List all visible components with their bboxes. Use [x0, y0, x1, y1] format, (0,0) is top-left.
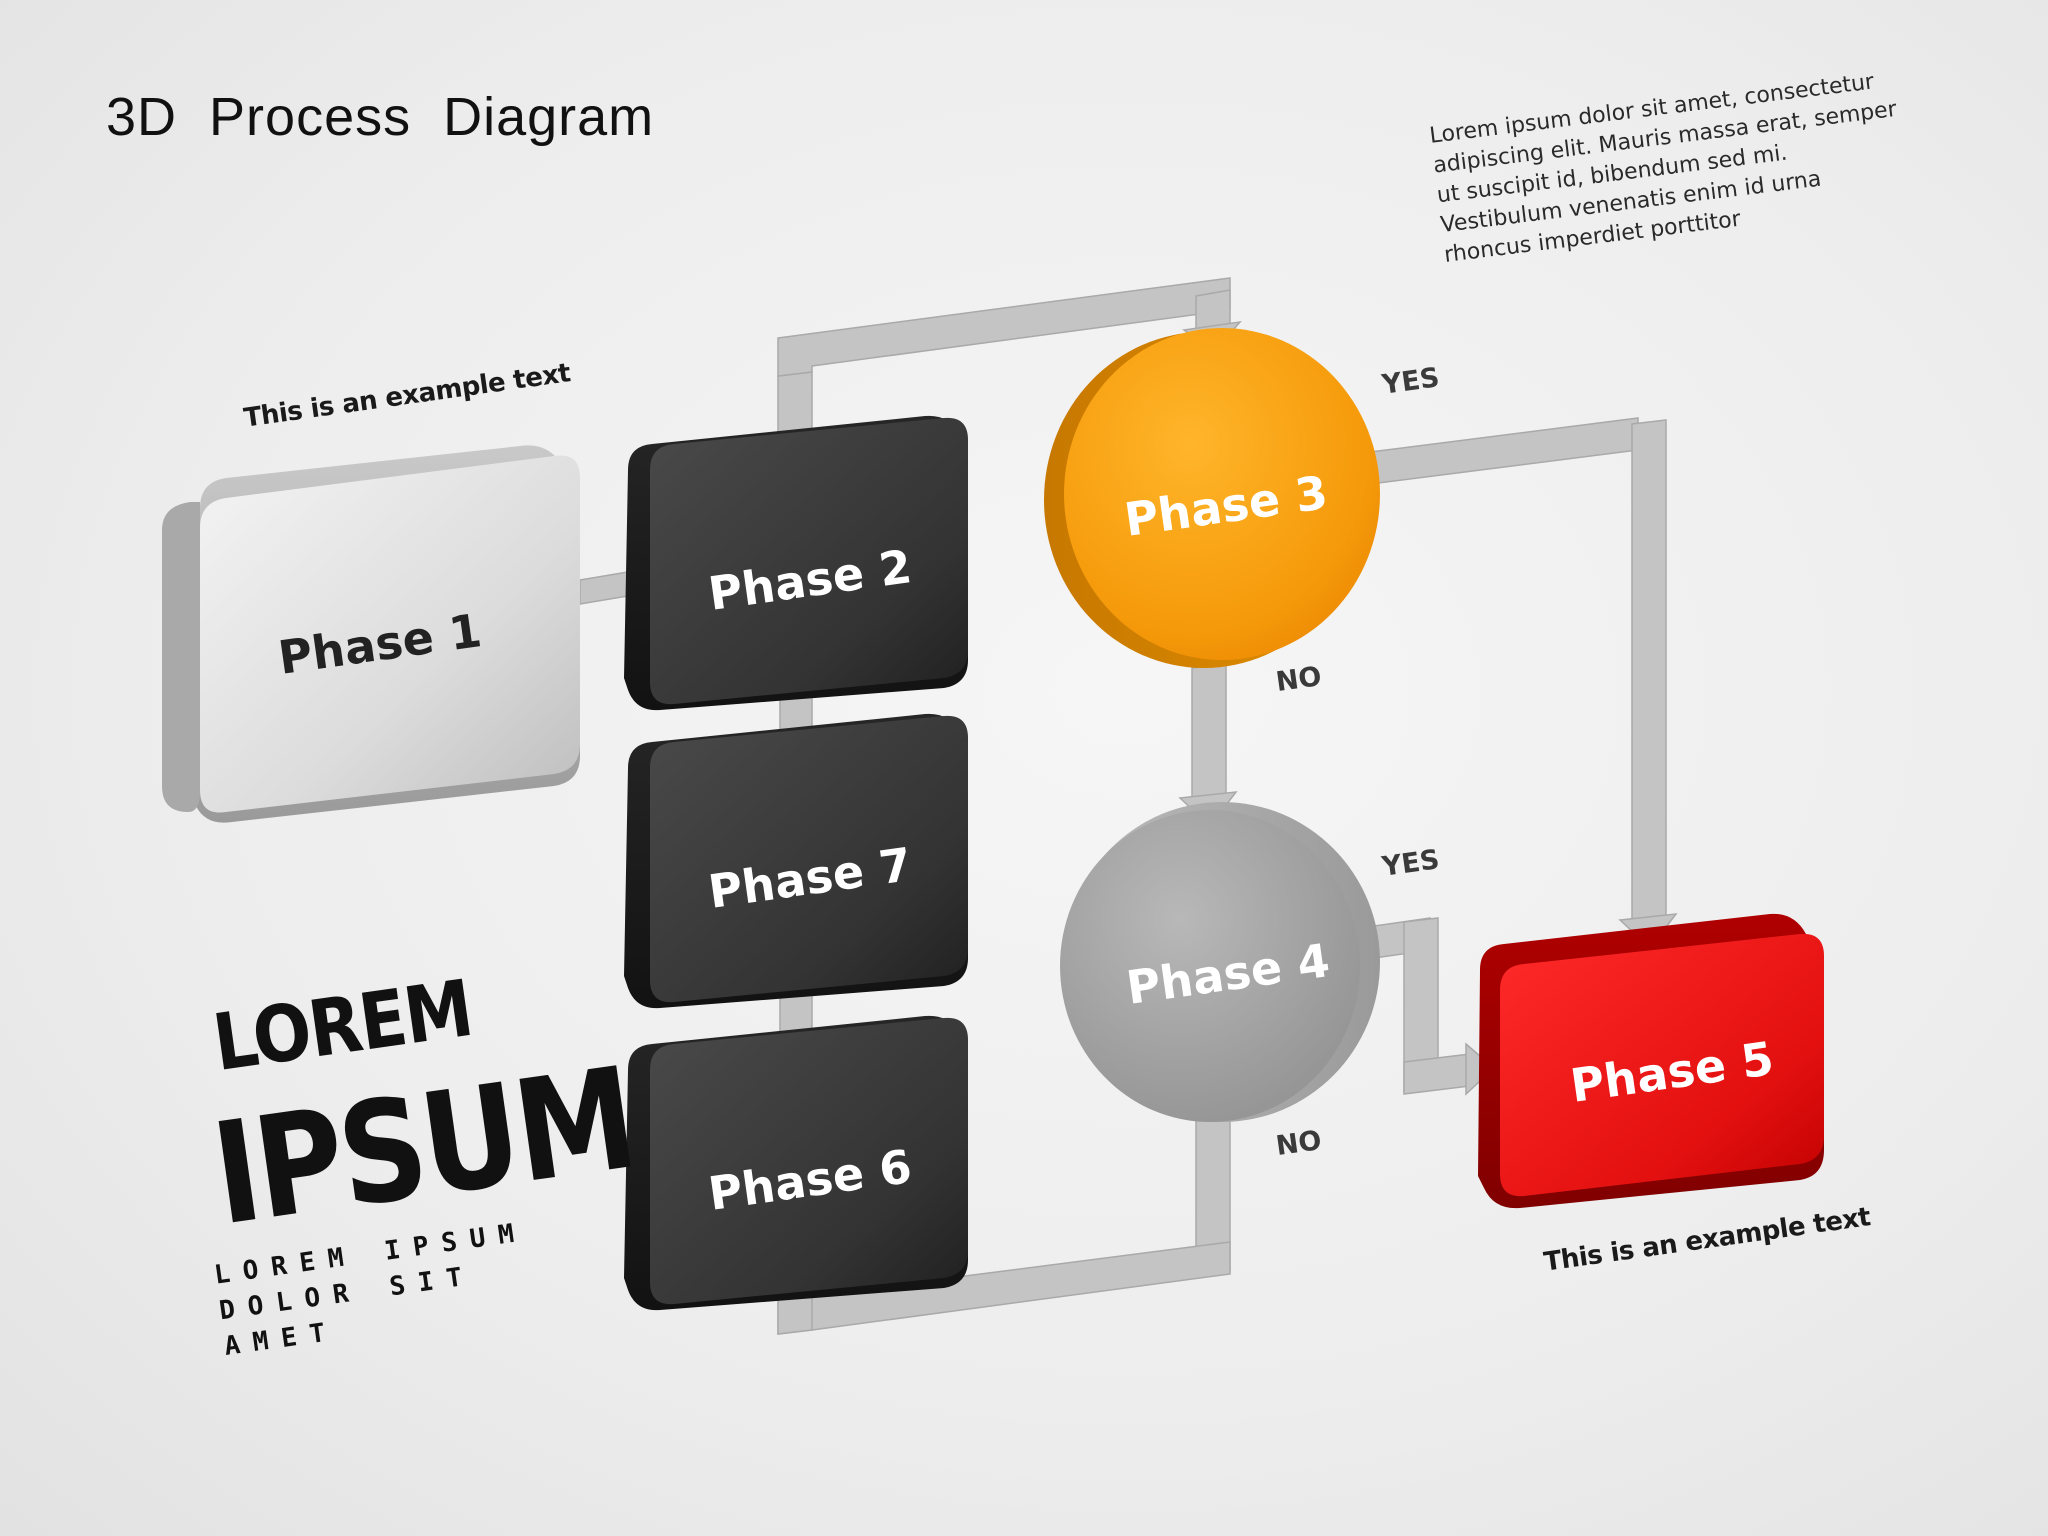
slide-title: 3D Process Diagram: [106, 87, 655, 147]
phase-3-no-label: NO: [1274, 660, 1324, 699]
phase-4-node[interactable]: Phase 4: [1060, 802, 1380, 1122]
phase-4-no-label: NO: [1274, 1124, 1324, 1163]
phase-7-node[interactable]: Phase 7: [624, 713, 968, 1009]
phase-1-node[interactable]: Phase 1: [162, 445, 580, 823]
phase-5-node[interactable]: Phase 5: [1478, 913, 1824, 1209]
phase-6-node[interactable]: Phase 6: [624, 1015, 968, 1311]
connector-top-horizontal: [777, 277, 1231, 377]
connector-p3-yes: [1369, 417, 1639, 485]
phase-3-node[interactable]: Phase 3: [1044, 328, 1380, 668]
phase-2-node[interactable]: Phase 2: [624, 415, 968, 711]
connector-p3-no: [1191, 663, 1227, 803]
connector-p3-yes-down: [1631, 419, 1667, 925]
